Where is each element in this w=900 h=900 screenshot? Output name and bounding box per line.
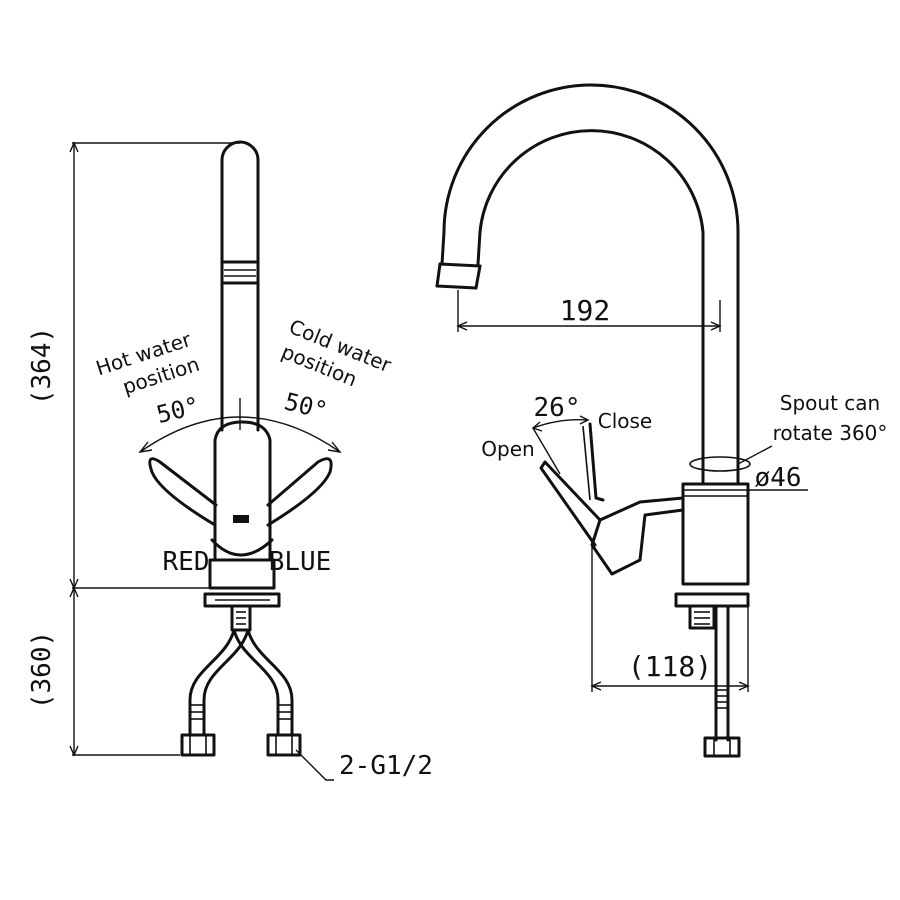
spout-note-line2: rotate 360° — [773, 421, 888, 445]
lever-angle-text: 26° — [534, 393, 581, 423]
cold-angle-text: 50° — [282, 387, 331, 425]
open-label: Open — [481, 437, 534, 461]
reach-dimension — [456, 290, 722, 332]
blue-label: BLUE — [269, 547, 332, 577]
side-view: 192 — [435, 83, 888, 758]
lever-angle-arc — [531, 415, 590, 475]
right-connector-nut — [266, 733, 302, 757]
height-dim-upper-text: (364) — [27, 327, 57, 405]
base-depth-dimension — [590, 545, 750, 692]
front-base — [203, 558, 281, 632]
spout-note-leader — [737, 445, 773, 465]
height-dim-lower-text: (360) — [27, 631, 57, 709]
left-connector-nut — [180, 733, 216, 757]
front-spout — [220, 140, 260, 432]
gooseneck-spout — [435, 83, 751, 486]
cold-position-lever — [266, 457, 333, 527]
height-dimension-lines — [69, 141, 240, 757]
rotation-arc — [138, 398, 342, 453]
side-body — [674, 482, 750, 758]
front-view: (364) (360) — [27, 140, 433, 781]
close-label: Close — [598, 409, 652, 433]
spout-note-line1: Spout can — [780, 391, 880, 415]
side-lever — [539, 422, 685, 576]
base-depth-text: (118) — [628, 650, 712, 683]
diameter-text: ø46 — [755, 463, 802, 493]
red-label: RED — [163, 547, 210, 577]
hoses — [180, 628, 302, 757]
hot-position-lever — [148, 457, 218, 527]
front-handle — [210, 420, 274, 562]
connector-leader — [295, 749, 334, 781]
reach-dim-text: 192 — [560, 294, 611, 327]
lever-pin — [233, 515, 249, 523]
connector-label: 2-G1/2 — [339, 751, 433, 781]
